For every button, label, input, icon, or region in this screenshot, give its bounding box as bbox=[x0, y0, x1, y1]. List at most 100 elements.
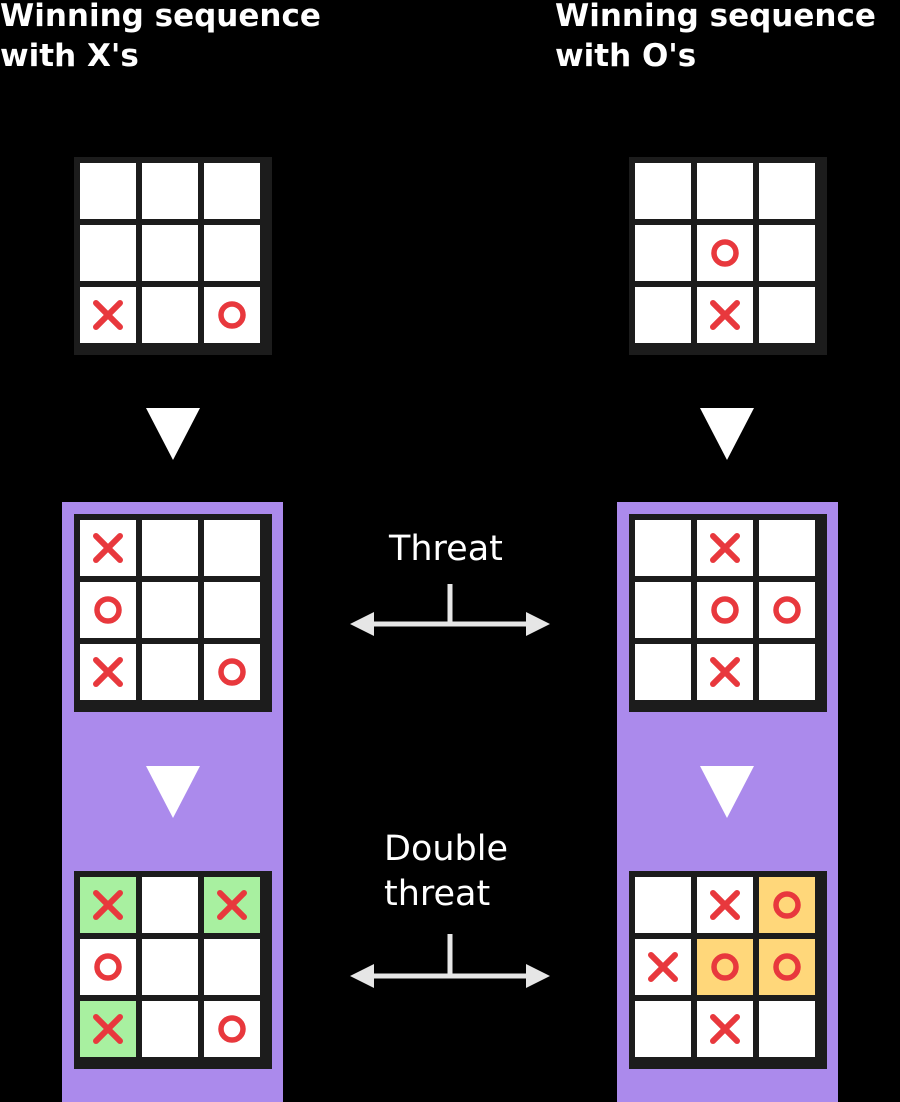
o-mark-icon bbox=[711, 953, 739, 981]
board-cell-r2-c1 bbox=[80, 225, 136, 281]
board-cell-r3-c3 bbox=[759, 287, 815, 343]
board-cell-r2-c3 bbox=[204, 582, 260, 638]
double-threat-label: Double threat bbox=[384, 827, 508, 917]
threat-connector-arrow bbox=[350, 584, 550, 636]
board-x-double-threat bbox=[74, 871, 272, 1069]
board-cell-r2-c2 bbox=[697, 582, 753, 638]
board-cell-r1-c3 bbox=[759, 163, 815, 219]
board-cell-r1-c2 bbox=[142, 163, 198, 219]
board-cell-r1-c3 bbox=[204, 163, 260, 219]
board-o-start bbox=[629, 157, 827, 355]
board-cell-r2-c1 bbox=[635, 225, 691, 281]
board-o-double-threat bbox=[629, 871, 827, 1069]
board-cell-r1-c3 bbox=[759, 520, 815, 576]
board-cell-r3-c2 bbox=[697, 1001, 753, 1057]
board-cell-r3-c1 bbox=[635, 1001, 691, 1057]
board-cell-r3-c2 bbox=[697, 287, 753, 343]
board-cell-r1-c2 bbox=[697, 877, 753, 933]
o-mark-icon bbox=[218, 1015, 246, 1043]
x-mark-icon bbox=[93, 533, 123, 563]
board-cell-r3-c1 bbox=[80, 1001, 136, 1057]
board-cell-r3-c2 bbox=[142, 287, 198, 343]
board-cell-r3-c1 bbox=[80, 644, 136, 700]
o-mark-icon bbox=[773, 891, 801, 919]
board-cell-r3-c1 bbox=[635, 644, 691, 700]
board-cell-r1-c2 bbox=[697, 163, 753, 219]
board-cell-r2-c3 bbox=[204, 225, 260, 281]
o-mark-icon bbox=[94, 953, 122, 981]
x-mark-icon bbox=[93, 657, 123, 687]
threat-label: Threat bbox=[389, 527, 503, 572]
board-cell-r3-c3 bbox=[204, 1001, 260, 1057]
down-arrow-o-2 bbox=[700, 766, 754, 818]
board-cell-r3-c1 bbox=[635, 287, 691, 343]
heading-o-line-2: with O's bbox=[555, 38, 697, 74]
x-mark-icon bbox=[710, 890, 740, 920]
board-cell-r2-c2 bbox=[142, 225, 198, 281]
board-cell-r2-c1 bbox=[80, 939, 136, 995]
board-cell-r1-c3 bbox=[204, 520, 260, 576]
o-mark-icon bbox=[218, 658, 246, 686]
threat-label-text: Threat bbox=[389, 529, 503, 569]
board-cell-r3-c3 bbox=[204, 287, 260, 343]
double-threat-line-2: threat bbox=[384, 874, 491, 914]
board-cell-r1-c3 bbox=[204, 877, 260, 933]
heading-x-line-1: Winning sequence bbox=[0, 0, 321, 34]
o-mark-icon bbox=[711, 239, 739, 267]
down-arrow-x-2 bbox=[146, 766, 200, 818]
board-cell-r1-c1 bbox=[635, 520, 691, 576]
board-cell-r2-c3 bbox=[759, 939, 815, 995]
board-cell-r2-c1 bbox=[635, 939, 691, 995]
board-cell-r3-c1 bbox=[80, 287, 136, 343]
x-mark-icon bbox=[217, 890, 247, 920]
board-cell-r2-c2 bbox=[142, 582, 198, 638]
board-cell-r2-c3 bbox=[204, 939, 260, 995]
board-cell-r2-c3 bbox=[759, 582, 815, 638]
double-threat-line-1: Double bbox=[384, 829, 509, 869]
down-arrow-o-1 bbox=[700, 408, 754, 460]
board-cell-r1-c1 bbox=[80, 163, 136, 219]
heading-o-line-1: Winning sequence bbox=[555, 0, 876, 34]
board-o-threat bbox=[629, 514, 827, 712]
board-cell-r3-c3 bbox=[759, 1001, 815, 1057]
board-cell-r2-c2 bbox=[697, 939, 753, 995]
board-x-start bbox=[74, 157, 272, 355]
x-mark-icon bbox=[710, 1014, 740, 1044]
x-mark-icon bbox=[93, 300, 123, 330]
down-arrow-x-1 bbox=[146, 408, 200, 460]
board-cell-r3-c2 bbox=[697, 644, 753, 700]
board-cell-r2-c2 bbox=[697, 225, 753, 281]
board-cell-r1-c1 bbox=[635, 163, 691, 219]
board-cell-r3-c2 bbox=[142, 644, 198, 700]
x-mark-icon bbox=[710, 300, 740, 330]
board-cell-r2-c3 bbox=[759, 225, 815, 281]
board-cell-r2-c2 bbox=[142, 939, 198, 995]
board-cell-r3-c2 bbox=[142, 1001, 198, 1057]
o-mark-icon bbox=[773, 953, 801, 981]
board-cell-r1-c2 bbox=[697, 520, 753, 576]
heading-x-line-2: with X's bbox=[0, 38, 139, 74]
o-mark-icon bbox=[773, 596, 801, 624]
board-cell-r1-c1 bbox=[80, 877, 136, 933]
board-cell-r1-c3 bbox=[759, 877, 815, 933]
x-mark-icon bbox=[93, 890, 123, 920]
board-cell-r3-c3 bbox=[759, 644, 815, 700]
heading-x-sequence: Winning sequence with X's bbox=[0, 0, 321, 76]
o-mark-icon bbox=[711, 596, 739, 624]
heading-o-sequence: Winning sequence with O's bbox=[555, 0, 876, 76]
double-threat-connector-arrow bbox=[350, 934, 550, 988]
board-x-threat bbox=[74, 514, 272, 712]
x-mark-icon bbox=[93, 1014, 123, 1044]
x-mark-icon bbox=[710, 533, 740, 563]
board-cell-r1-c1 bbox=[80, 520, 136, 576]
board-cell-r2-c1 bbox=[80, 582, 136, 638]
board-cell-r1-c1 bbox=[635, 877, 691, 933]
o-mark-icon bbox=[218, 301, 246, 329]
o-mark-icon bbox=[94, 596, 122, 624]
board-cell-r3-c3 bbox=[204, 644, 260, 700]
x-mark-icon bbox=[710, 657, 740, 687]
board-cell-r1-c2 bbox=[142, 877, 198, 933]
board-cell-r2-c1 bbox=[635, 582, 691, 638]
board-cell-r1-c2 bbox=[142, 520, 198, 576]
x-mark-icon bbox=[648, 952, 678, 982]
